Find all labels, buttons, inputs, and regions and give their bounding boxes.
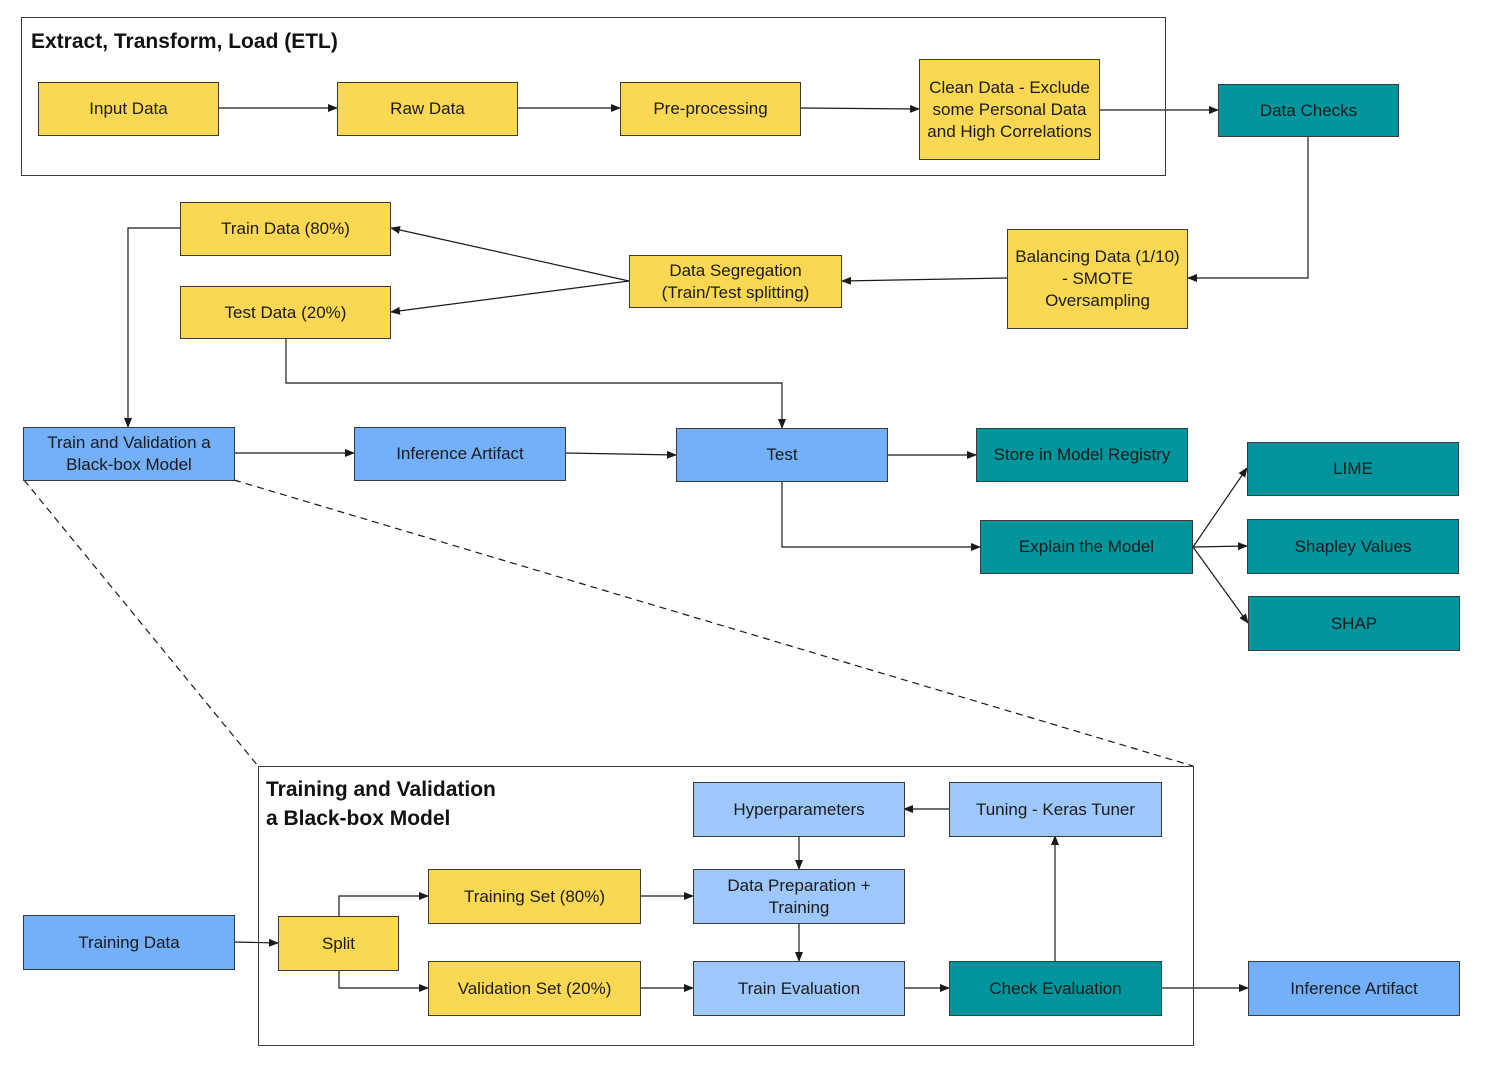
node-hyperparameters-label: Hyperparameters <box>733 799 865 819</box>
node-train-evaluation-label: Train Evaluation <box>737 978 861 998</box>
node-validation-set-label: Validation Set (20%) <box>457 978 612 998</box>
node-explain-model-label: Explain the Model <box>1018 537 1155 556</box>
node-input-data-label: Input Data <box>89 99 168 118</box>
node-training-set[interactable]: Training Set (80%) <box>428 869 641 924</box>
node-shap-label: SHAP <box>1330 613 1378 633</box>
training-group-title: Training and Validation a Black-box Mode… <box>266 775 496 833</box>
node-balancing-data[interactable]: Balancing Data (1/10) - SMOTE Oversampli… <box>1007 229 1188 329</box>
node-inference-artifact-final[interactable]: Inference Artifact <box>1248 961 1460 1016</box>
node-test-data[interactable]: Test Data (20%) <box>180 286 391 339</box>
edge-explain-to-shap <box>1192 546 1249 624</box>
edge-train-to-model <box>124 227 180 428</box>
edge-balancing-to-segregation <box>841 276 1008 285</box>
training-group-title-line2: a Black-box Model <box>266 807 451 830</box>
zoom-line-right <box>233 479 1194 767</box>
edge-inference-to-test <box>564 450 677 459</box>
node-train-evaluation[interactable]: Train Evaluation <box>693 961 905 1016</box>
node-data-prep-training[interactable]: Data Preparation + Training <box>693 869 905 924</box>
node-training-data-label: Training Data <box>78 932 180 952</box>
node-data-segregation[interactable]: Data Segregation (Train/Test splitting) <box>629 255 842 308</box>
node-input-data[interactable]: Input Data <box>38 82 219 136</box>
node-split[interactable]: Split <box>278 916 399 971</box>
etl-group-title: Extract, Transform, Load (ETL) <box>31 30 338 53</box>
node-tuning-keras-label: Tuning - Keras Tuner <box>975 799 1136 819</box>
node-data-segregation-label: Data Segregation (Train/Test splitting) <box>661 260 810 302</box>
training-group-frame <box>258 766 1194 1046</box>
edge-split-to-validationset <box>338 970 429 992</box>
edge-split-to-trainingset <box>338 892 429 916</box>
edge-trainingdata-to-split <box>233 938 279 947</box>
node-tuning-keras[interactable]: Tuning - Keras Tuner <box>949 782 1162 837</box>
node-check-evaluation-label: Check Evaluation <box>989 978 1122 998</box>
node-test-data-label: Test Data (20%) <box>224 302 347 322</box>
node-train-data[interactable]: Train Data (80%) <box>180 202 391 256</box>
node-lime-label: LIME <box>1333 459 1373 478</box>
node-shapley-values[interactable]: Shapley Values <box>1247 519 1459 574</box>
node-lime[interactable]: LIME <box>1247 442 1459 496</box>
node-balancing-data-label: Balancing Data (1/10) - SMOTE Oversampli… <box>1015 247 1180 310</box>
etl-group-frame <box>21 17 1166 176</box>
node-clean-data[interactable]: Clean Data - Exclude some Personal Data … <box>919 59 1100 160</box>
node-data-checks[interactable]: Data Checks <box>1218 84 1399 137</box>
edge-testdata-to-test <box>285 338 786 429</box>
node-pre-processing[interactable]: Pre-processing <box>620 82 801 136</box>
node-test[interactable]: Test <box>676 428 888 482</box>
node-shapley-values-label: Shapley Values <box>1294 536 1412 556</box>
node-shap[interactable]: SHAP <box>1248 596 1460 651</box>
training-group-title-line1: Training and Validation <box>266 778 496 801</box>
node-raw-data-label: Raw Data <box>390 99 465 118</box>
node-store-registry-label: Store in Model Registry <box>993 445 1171 464</box>
node-clean-data-label: Clean Data - Exclude some Personal Data … <box>927 77 1092 141</box>
node-test-label: Test <box>766 445 798 464</box>
node-train-data-label: Train Data (80%) <box>221 219 350 238</box>
edge-test-to-explain <box>781 481 981 551</box>
edge-preprocessing-to-clean <box>799 104 920 113</box>
node-train-validation-model-label: Train and Validation a Black-box Model <box>47 433 211 474</box>
node-train-validation-model[interactable]: Train and Validation a Black-box Model <box>23 427 235 481</box>
node-inference-artifact-final-label: Inference Artifact <box>1290 978 1418 998</box>
edge-explain-to-lime <box>1192 467 1248 548</box>
node-store-registry[interactable]: Store in Model Registry <box>976 428 1188 482</box>
node-check-evaluation[interactable]: Check Evaluation <box>949 961 1162 1016</box>
edge-segregation-to-test <box>390 280 630 315</box>
node-split-label: Split <box>321 933 356 953</box>
node-inference-artifact[interactable]: Inference Artifact <box>354 427 566 481</box>
node-training-data[interactable]: Training Data <box>23 915 235 970</box>
node-raw-data[interactable]: Raw Data <box>337 82 518 136</box>
zoom-line-left <box>23 479 259 767</box>
node-explain-model[interactable]: Explain the Model <box>980 520 1193 574</box>
node-hyperparameters[interactable]: Hyperparameters <box>693 782 905 837</box>
node-inference-artifact-label: Inference Artifact <box>396 444 524 463</box>
edge-segregation-to-train <box>390 226 630 282</box>
node-validation-set[interactable]: Validation Set (20%) <box>428 961 641 1016</box>
edge-checks-to-balancing <box>1187 136 1309 282</box>
edge-explain-to-shapley <box>1192 542 1248 551</box>
node-training-set-label: Training Set (80%) <box>463 886 606 906</box>
node-data-checks-label: Data Checks <box>1259 100 1358 120</box>
node-data-prep-training-label: Data Preparation + Training <box>727 875 871 917</box>
node-pre-processing-label: Pre-processing <box>653 99 768 118</box>
